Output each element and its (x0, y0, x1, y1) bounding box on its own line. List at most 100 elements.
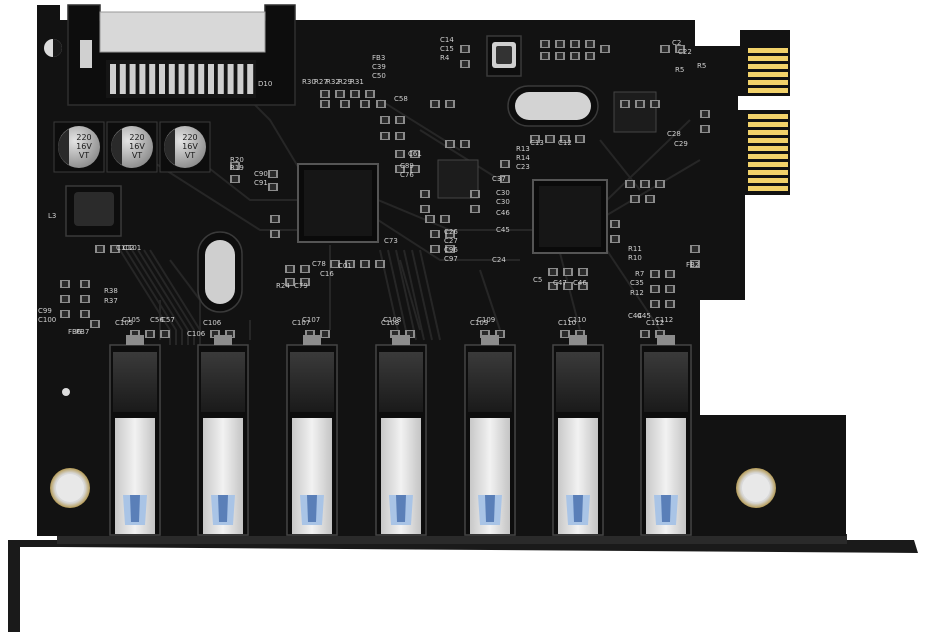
usb3-port[interactable]: C108 (375, 319, 427, 536)
smd-resistor (345, 260, 355, 268)
silkscreen-label: R14 (516, 154, 530, 162)
silkscreen-label: C22 (678, 48, 692, 56)
capacitor-rating-text: VT (79, 151, 89, 160)
smd-resistor (130, 330, 140, 338)
port-label: C110 (558, 319, 576, 327)
smd-resistor (410, 165, 420, 173)
smd-resistor (80, 295, 90, 303)
smd-resistor (80, 280, 90, 288)
usb3-port[interactable]: C106 (197, 319, 249, 536)
smd-resistor (460, 45, 470, 53)
smd-resistor (390, 330, 400, 338)
silkscreen-label: R7 (635, 270, 644, 278)
silkscreen-label: FB6 (68, 328, 82, 336)
silkscreen-label: C76 (400, 171, 414, 179)
usb3-port[interactable]: C107 (286, 319, 338, 536)
silkscreen-label: C28 (667, 130, 681, 138)
smd-resistor (420, 190, 430, 198)
sata-pin (139, 64, 146, 94)
smd-resistor (495, 330, 505, 338)
smd-resistor (360, 260, 370, 268)
smd-resistor (270, 230, 280, 238)
sata-pin (208, 64, 214, 94)
usb3-port[interactable]: C112 (640, 319, 692, 536)
capacitor-rating-text: VT (132, 151, 142, 160)
smd-resistor (80, 310, 90, 318)
silkscreen-label: R11 (628, 245, 642, 253)
silkscreen-label: R20 (230, 156, 244, 164)
smd-resistor (60, 295, 70, 303)
silkscreen-label: D10 (258, 80, 272, 88)
capacitor-rating-text: 220 (129, 133, 144, 142)
sata-pin (247, 64, 254, 94)
smd-resistor (578, 268, 588, 276)
silkscreen-label: C58 (394, 95, 408, 103)
silkscreen-label: C44 (628, 312, 642, 320)
smd-resistor (445, 100, 455, 108)
silkscreen-label: C47 (553, 279, 567, 287)
port-label: C112 (646, 319, 664, 327)
smd-resistor (285, 278, 295, 286)
smd-resistor (420, 205, 430, 213)
smd-resistor (540, 52, 550, 60)
crystal-oscillator (197, 85, 599, 313)
silkscreen-label: C90 (254, 170, 268, 178)
silkscreen-label: C13 (530, 139, 544, 147)
smd-resistor (500, 160, 510, 168)
silkscreen-label: C45 (496, 226, 510, 234)
capacitor-rating-text: VT (185, 151, 195, 160)
gold-finger (748, 154, 788, 159)
gold-finger (748, 178, 788, 183)
silkscreen-label: C99 (38, 307, 52, 315)
smd-resistor (560, 330, 570, 338)
sata-pin (198, 64, 205, 94)
silkscreen-label: C46 (573, 279, 587, 287)
smd-resistor (645, 195, 655, 203)
mounting-hole (44, 39, 70, 396)
smd-resistor (405, 330, 415, 338)
silkscreen-label: C5 (533, 276, 542, 284)
silkscreen-label: C39 (372, 63, 386, 71)
sata-pin (119, 64, 126, 94)
silkscreen-label: C23 (516, 163, 530, 171)
gold-finger (748, 130, 788, 135)
silkscreen-label: R31 (350, 78, 364, 86)
smd-resistor (335, 90, 345, 98)
smd-resistor (690, 245, 700, 253)
smd-components (60, 40, 710, 338)
smd-resistor (410, 150, 420, 158)
usb3-port[interactable]: C105 (109, 319, 161, 536)
gold-finger (748, 56, 788, 61)
smd-resistor (60, 310, 70, 318)
silkscreen-label: R5 (697, 62, 706, 70)
smd-resistor (585, 40, 595, 48)
silkscreen-label: C105 (122, 316, 140, 324)
silkscreen-label: C107 (302, 316, 320, 324)
silkscreen-label: FB3 (372, 54, 385, 62)
gold-finger (748, 162, 788, 167)
silkscreen-label: C45 (637, 312, 651, 320)
smd-resistor (650, 285, 660, 293)
gold-finger (748, 48, 788, 53)
smd-resistor (445, 245, 455, 253)
circuit-traces (119, 89, 701, 345)
smd-resistor (395, 132, 405, 140)
usb3-port[interactable]: C109 (464, 319, 516, 536)
sata-pin (159, 64, 165, 94)
usb3-port[interactable]: C110 (552, 319, 604, 536)
smd-resistor (563, 282, 573, 290)
smd-resistor (380, 132, 390, 140)
smd-resistor (555, 52, 565, 60)
smd-resistor (625, 180, 635, 188)
smd-resistor (430, 245, 440, 253)
smd-resistor (300, 278, 310, 286)
smd-resistor (395, 116, 405, 124)
smd-resistor (350, 90, 360, 98)
smd-resistor (635, 100, 645, 108)
smd-resistor (470, 190, 480, 198)
smd-resistor (60, 280, 70, 288)
smd-resistor (655, 180, 665, 188)
smd-resistor (268, 170, 278, 178)
metal-bracket (8, 534, 918, 632)
